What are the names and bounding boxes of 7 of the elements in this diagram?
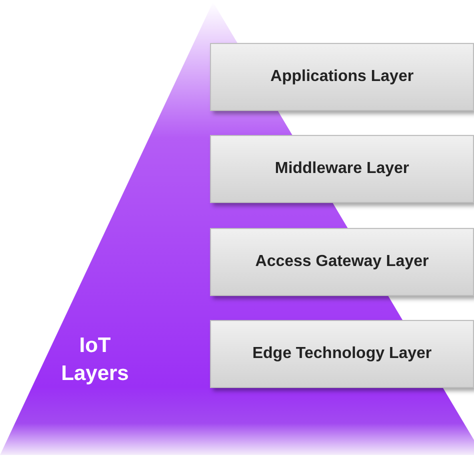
layer-name: Edge Technology Layer [252,344,432,364]
layer-box [210,135,474,203]
layer-name: Access Gateway Layer [255,252,429,272]
layer-name: Middleware Layer [274,159,410,179]
layer-name: Applications Layer [270,67,414,87]
layer-box [210,43,474,111]
pyramid-label: IoT Layers [60,333,130,387]
